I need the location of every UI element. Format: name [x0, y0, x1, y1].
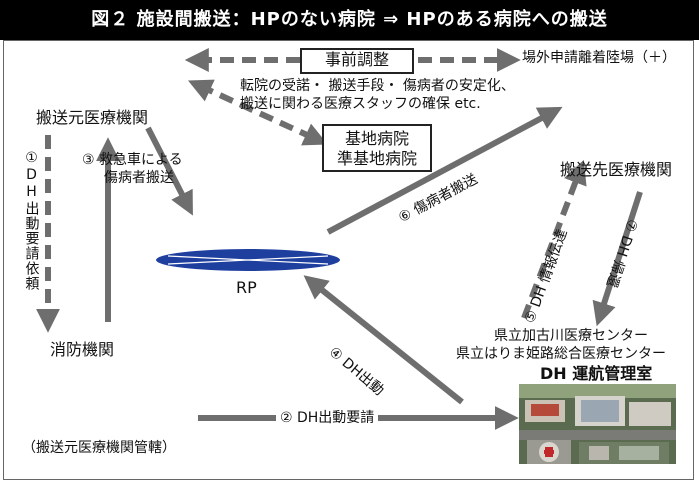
- hospital-aerial-photo: [519, 384, 676, 464]
- dh-dispatch-arrow: [303, 275, 464, 405]
- pre-coordination-box: 事前調整: [300, 48, 414, 74]
- offsite-heliport-label: 場外申請離着陸場（＋）: [522, 50, 676, 66]
- destination-hospital-label: 搬送先医療機関: [560, 160, 673, 179]
- rendezvous-point-icon: [156, 249, 340, 271]
- pre-coordination-note-1: 転院の受諾・ 搬送手段・ 傷病者の安定化、: [240, 78, 515, 94]
- dh-return-arrow: [592, 191, 643, 327]
- medical-center-2-label: 県立はりま姫路総合医療センター: [456, 346, 666, 362]
- rp-label: RP: [236, 278, 257, 297]
- pre-coordination-note-2: 搬送に関わる医療スタッフの確保 etc.: [240, 96, 481, 112]
- dh-operations-office-label: DH 運航管理室: [540, 364, 653, 383]
- diagram-frame: [3, 40, 694, 480]
- step-3-label-2: 傷病者搬送: [104, 170, 174, 186]
- jurisdiction-label: （搬送元医療機関管轄）: [22, 440, 176, 456]
- medical-center-1-label: 県立加古川医療センター: [494, 328, 648, 344]
- step-2-label: ② DH出動要請: [276, 410, 379, 428]
- figure-title: 図２ 施設間搬送：HPのない病院 ⇒ HPのある病院への搬送: [0, 0, 699, 40]
- pre-coordination-label: 事前調整: [324, 50, 389, 69]
- base-hospital-box: 基地病院 準基地病院: [322, 124, 432, 172]
- base-hospital-label: 基地病院: [344, 129, 409, 148]
- sub-base-hospital-label: 準基地病院: [336, 149, 417, 168]
- patient-air-transport-arrow: [326, 106, 563, 235]
- step-3-label-1: ③ 救急車による: [82, 152, 183, 168]
- step-1-label: ①DH出動要請依頼: [23, 150, 40, 291]
- origin-hospital-label: 搬送元医療機関: [36, 108, 149, 127]
- ambulance-transport-arrow: [145, 126, 193, 216]
- fire-department-label: 消防機関: [50, 340, 115, 359]
- dh-info-relay-arrow: [521, 159, 587, 320]
